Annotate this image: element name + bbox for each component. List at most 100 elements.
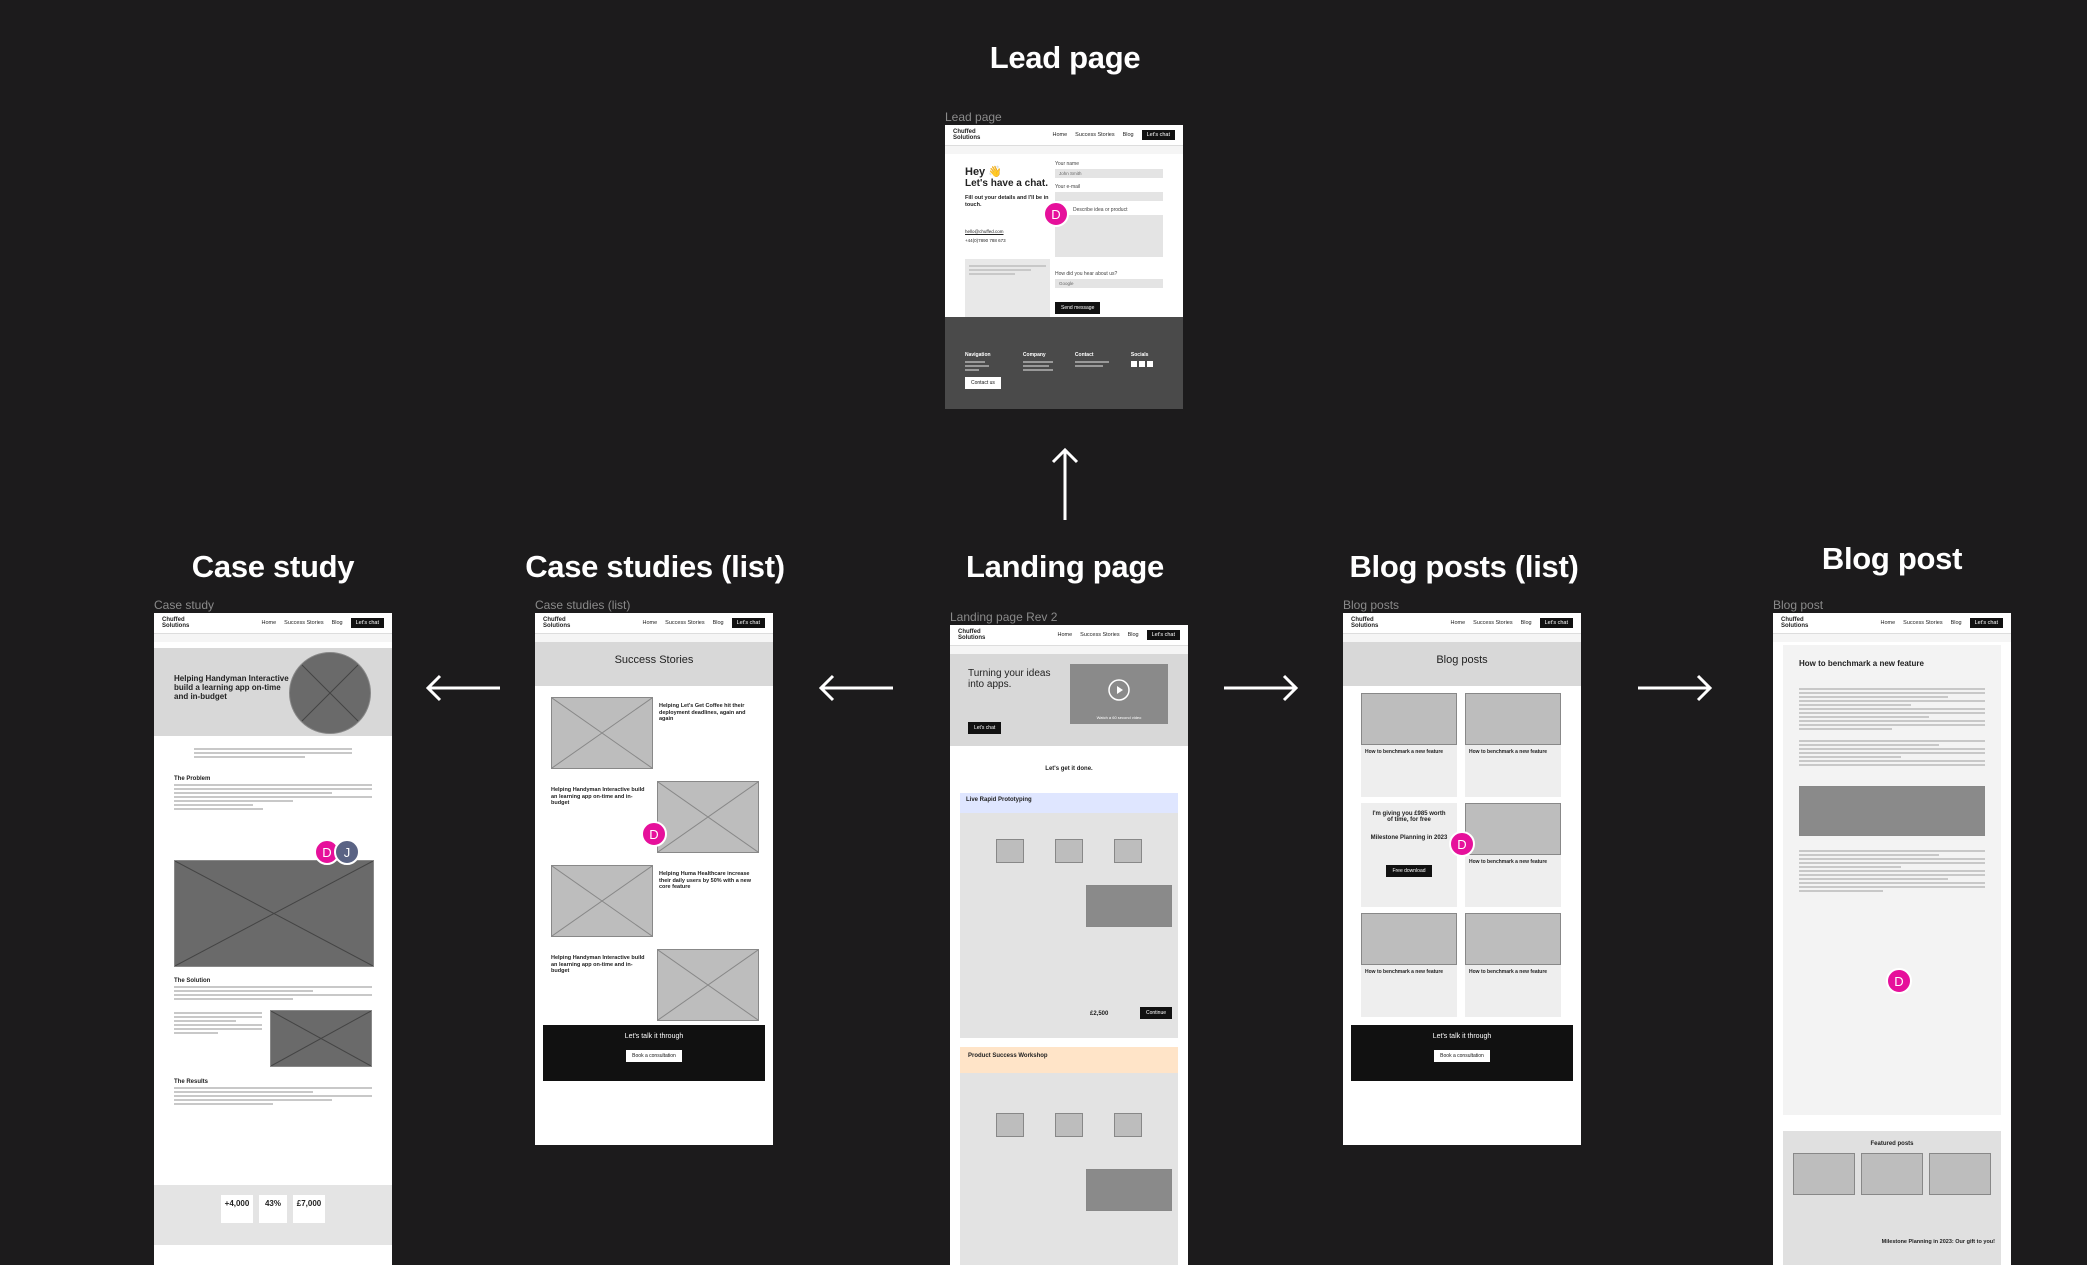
book-consultation-button[interactable]: Book a consultation: [626, 1050, 682, 1062]
post-title[interactable]: How to benchmark a new feature: [1469, 749, 1548, 755]
post-image-placeholder: [1361, 693, 1457, 745]
nav-cta-button[interactable]: Let's chat: [1141, 130, 1175, 140]
milestone-link[interactable]: Milestone Planning in 2023: Our gift to …: [1881, 1239, 1995, 1245]
nav-success[interactable]: Success Stories: [665, 620, 705, 626]
case-title[interactable]: Helping Handyman Interactive build an le…: [551, 787, 645, 806]
feature-placeholder: [995, 1113, 1024, 1137]
nav-cta-button[interactable]: Let's chat: [350, 618, 384, 628]
twitter-icon[interactable]: [1146, 361, 1153, 367]
nav-home[interactable]: Home: [642, 620, 658, 626]
featured-image-placeholder[interactable]: [1793, 1153, 1855, 1195]
arrow-right-icon: [1638, 674, 1713, 702]
nav-home[interactable]: Home: [1052, 132, 1068, 138]
collaborator-avatar[interactable]: D: [1449, 831, 1475, 857]
frame-label-landing: Landing page Rev 2: [950, 610, 1058, 624]
nav-success[interactable]: Success Stories: [1903, 620, 1943, 626]
email-field[interactable]: [1055, 192, 1163, 201]
nav-blog[interactable]: Blog: [1122, 132, 1134, 138]
continue-button[interactable]: Continue: [1140, 1007, 1173, 1019]
post-card[interactable]: How to benchmark a new feature: [1361, 693, 1457, 797]
book-consultation-button[interactable]: Book a consultation: [1434, 1050, 1490, 1062]
featured-image-placeholder[interactable]: [1861, 1153, 1923, 1195]
case-title[interactable]: Helping Let's Get Coffee hit their deplo…: [659, 703, 746, 722]
nav-home[interactable]: Home: [1057, 632, 1073, 638]
rapid-prototyping-card: Live Rapid Prototyping £2,500 Continue: [960, 793, 1178, 1038]
nav-blog[interactable]: Blog: [1950, 620, 1962, 626]
heard-select[interactable]: Google: [1055, 279, 1163, 288]
collaborator-avatar[interactable]: D: [641, 821, 667, 847]
send-message-button[interactable]: Send message: [1055, 302, 1101, 314]
post-title[interactable]: How to benchmark a new feature: [1365, 969, 1444, 975]
nav-cta-button[interactable]: Let's chat: [1539, 618, 1573, 628]
post-card[interactable]: How to benchmark a new feature: [1465, 913, 1561, 1017]
linkedin-icon[interactable]: [1138, 361, 1145, 367]
collaborator-avatar[interactable]: D: [1043, 201, 1069, 227]
hero-chat-button[interactable]: Let's chat: [968, 722, 1002, 734]
video-placeholder[interactable]: Watch a 60 second video: [1070, 664, 1168, 724]
case-image-placeholder: [657, 781, 759, 853]
lead-phone[interactable]: +44(0)7890 788 673: [965, 238, 1006, 243]
facebook-icon[interactable]: [1130, 361, 1137, 367]
title-blog-posts-list: Blog posts (list): [1349, 549, 1579, 584]
post-card[interactable]: How to benchmark a new feature: [1465, 693, 1561, 797]
case-title[interactable]: Helping Huma Healthcare increase their d…: [659, 871, 752, 890]
case-card[interactable]: Helping Huma Healthcare increase their d…: [551, 865, 757, 937]
arrow-left-icon: [818, 674, 893, 702]
nav-blog[interactable]: Blog: [712, 620, 724, 626]
nav-success[interactable]: Success Stories: [284, 620, 324, 626]
announcement-banner: [1343, 634, 1581, 642]
price-label: £2,500: [1090, 1011, 1109, 1017]
case-image-placeholder: [551, 697, 653, 769]
play-icon[interactable]: [1107, 678, 1131, 702]
post-card[interactable]: How to benchmark a new feature: [1361, 913, 1457, 1017]
name-field[interactable]: John Smith: [1055, 169, 1163, 178]
testimonial-card: [965, 259, 1050, 319]
collaborator-avatar[interactable]: J: [334, 839, 360, 865]
title-lead-page: Lead page: [989, 40, 1141, 75]
nav-success[interactable]: Success Stories: [1075, 132, 1115, 138]
nav-cta-button[interactable]: Let's chat: [1969, 618, 2003, 628]
problem-heading: The Problem: [174, 776, 211, 782]
nav-cta-button[interactable]: Let's chat: [731, 618, 765, 628]
nav-blog[interactable]: Blog: [331, 620, 343, 626]
rapid-heading: Live Rapid Prototyping: [966, 797, 1032, 803]
collaborator-avatar[interactable]: D: [1886, 968, 1912, 994]
nav-cta-button[interactable]: Let's chat: [1146, 630, 1180, 640]
nav-success[interactable]: Success Stories: [1080, 632, 1120, 638]
post-title[interactable]: How to benchmark a new feature: [1469, 969, 1548, 975]
case-title[interactable]: Helping Handyman Interactive build an le…: [551, 955, 645, 974]
lead-email[interactable]: hello@chuffed.com: [965, 229, 1004, 234]
article-image-placeholder: [1799, 786, 1985, 836]
feature-placeholder: [1054, 1113, 1083, 1137]
case-card[interactable]: Helping Let's Get Coffee hit their deplo…: [551, 697, 757, 769]
featured-image-placeholder[interactable]: [1929, 1153, 1991, 1195]
nav-blog[interactable]: Blog: [1520, 620, 1532, 626]
footer-contact-button[interactable]: Contact us: [965, 377, 1001, 389]
blog-posts-heading: Blog posts: [1436, 654, 1488, 666]
nav-home[interactable]: Home: [1450, 620, 1466, 626]
idea-textarea[interactable]: [1055, 215, 1163, 257]
case-card[interactable]: Helping Handyman Interactive build an le…: [551, 781, 759, 853]
nav-blog[interactable]: Blog: [1127, 632, 1139, 638]
nav-home[interactable]: Home: [1880, 620, 1896, 626]
nav-success[interactable]: Success Stories: [1473, 620, 1513, 626]
title-case-studies-list: Case studies (list): [525, 549, 785, 584]
frame-label-blog-post: Blog post: [1773, 598, 1824, 612]
post-card[interactable]: How to benchmark a new feature: [1465, 803, 1561, 907]
article-title: How to benchmark a new feature: [1799, 659, 1924, 668]
post-title[interactable]: How to benchmark a new feature: [1469, 859, 1548, 865]
nav-home[interactable]: Home: [261, 620, 277, 626]
case-card[interactable]: Helping Handyman Interactive build an le…: [551, 949, 759, 1021]
free-download-button[interactable]: Free download: [1386, 865, 1432, 877]
feature-placeholder: [995, 839, 1024, 863]
post-title[interactable]: How to benchmark a new feature: [1365, 749, 1444, 755]
